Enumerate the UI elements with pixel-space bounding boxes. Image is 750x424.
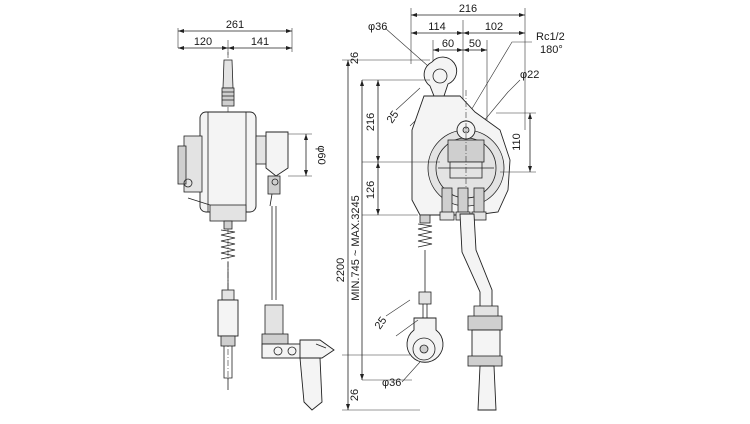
bottom-hook-dia-label: φ36 <box>382 377 401 389</box>
front-height-110: 110 <box>511 133 523 151</box>
upper-body-height: 216 <box>365 113 377 131</box>
front-width-left: 114 <box>428 21 446 33</box>
front-view: 216 114 102 60 50 φ36 Rc1/2 180° φ22 25 <box>368 3 565 411</box>
stroke-range: MIN.745 ~ MAX.3245 <box>350 195 362 300</box>
drum-dia-label: φ22 <box>520 69 539 81</box>
bottom-hook-gap: 25 <box>373 315 390 332</box>
front-inner-right: 50 <box>469 38 481 50</box>
total-height: 2200 <box>335 258 347 282</box>
top-hook-dia-label: φ36 <box>368 21 387 33</box>
top-hook-gap: 25 <box>385 109 402 126</box>
vertical-dimensions: 2200 MIN.745 ~ MAX.3245 26 216 126 26 <box>335 52 440 411</box>
side-hose-dia: φ60 <box>315 145 327 164</box>
lower-body-height: 126 <box>365 181 377 199</box>
bottom-hook-height: 26 <box>349 389 361 401</box>
port-angle: 180° <box>540 44 563 56</box>
front-width-overall: 216 <box>459 3 477 15</box>
port-label: Rc1/2 <box>536 31 565 43</box>
side-width-left: 120 <box>194 36 212 48</box>
side-view: 261 120 141 φ60 <box>177 19 335 411</box>
front-width-right: 102 <box>485 21 503 33</box>
side-width-right: 141 <box>251 36 269 48</box>
side-width-overall: 261 <box>226 19 244 31</box>
top-hook-height: 26 <box>349 52 361 64</box>
front-inner-left: 60 <box>442 38 454 50</box>
